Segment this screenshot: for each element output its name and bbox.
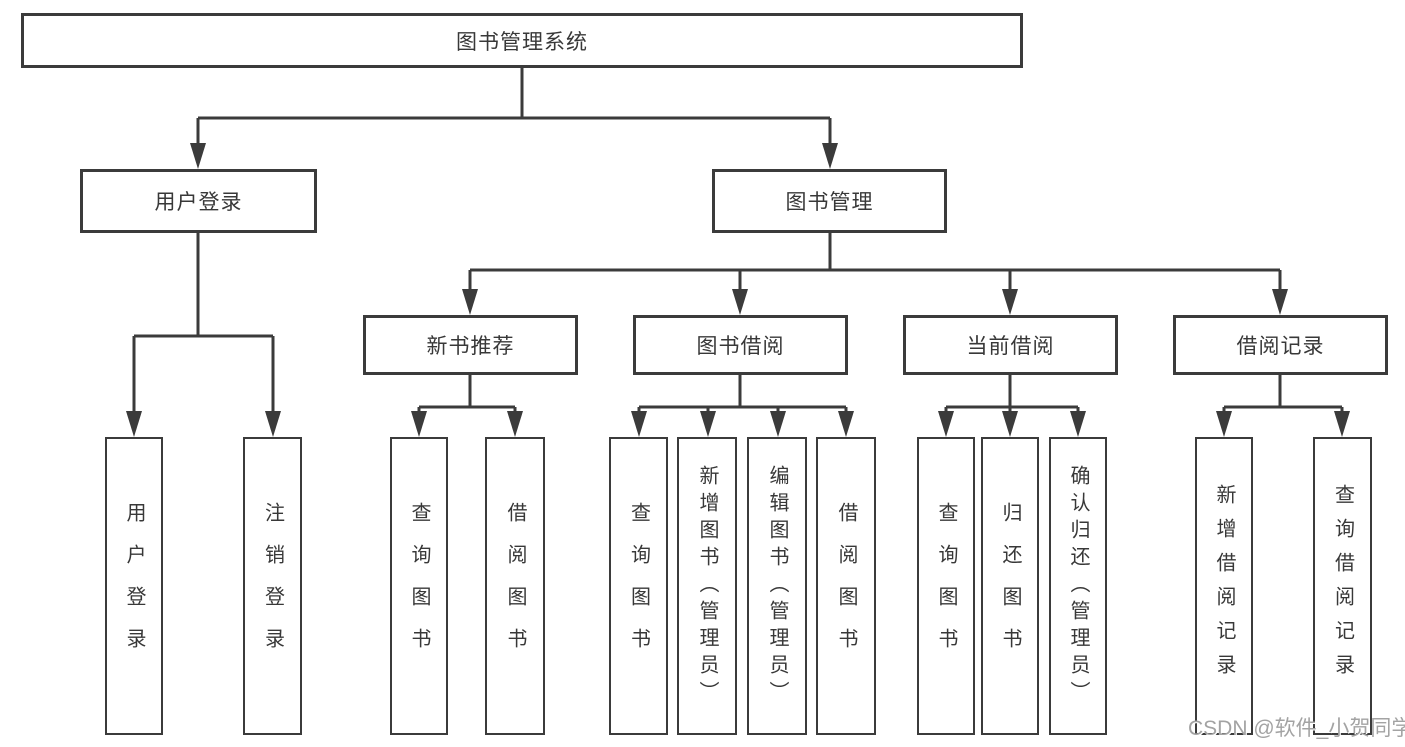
node-label: 当前借阅 bbox=[966, 335, 1055, 358]
node-leaf-query-book-recommend: 查询图书 bbox=[390, 437, 448, 735]
node-book-borrow: 图书借阅 bbox=[633, 315, 848, 375]
node-borrow-record: 借阅记录 bbox=[1173, 315, 1388, 375]
node-leaf-query-book: 查询图书 bbox=[609, 437, 668, 735]
watermark-text: CSDN @软件_小贺同学 bbox=[1188, 717, 1405, 740]
node-leaf-query-current: 查询图书 bbox=[917, 437, 975, 735]
node-label: 查询借阅记录 bbox=[1331, 484, 1354, 688]
node-book-management: 图书管理 bbox=[712, 169, 947, 233]
node-label: 编辑图书（管理员） bbox=[766, 464, 788, 708]
node-leaf-add-borrow-record: 新增借阅记录 bbox=[1195, 437, 1253, 735]
node-label: 图书管理 bbox=[785, 191, 874, 214]
node-label: 新书推荐 bbox=[426, 335, 515, 358]
node-label: 归还图书 bbox=[999, 502, 1021, 670]
node-leaf-edit-book-admin: 编辑图书（管理员） bbox=[747, 437, 807, 735]
node-label: 新增图书（管理员） bbox=[696, 464, 718, 708]
node-label: 确认归还（管理员） bbox=[1067, 464, 1089, 708]
node-leaf-borrow-book-recommend: 借阅图书 bbox=[485, 437, 545, 735]
node-label: 图书管理系统 bbox=[456, 30, 588, 54]
node-leaf-query-borrow-record: 查询借阅记录 bbox=[1313, 437, 1372, 735]
node-label: 查询图书 bbox=[408, 502, 430, 670]
node-label: 借阅图书 bbox=[835, 502, 857, 670]
node-library-system: 图书管理系统 bbox=[21, 13, 1023, 68]
node-leaf-return-book: 归还图书 bbox=[981, 437, 1039, 735]
node-leaf-logout: 注销登录 bbox=[243, 437, 302, 735]
node-leaf-borrow-book: 借阅图书 bbox=[816, 437, 876, 735]
node-label: 用户登录 bbox=[154, 191, 243, 214]
node-leaf-confirm-return-admin: 确认归还（管理员） bbox=[1049, 437, 1107, 735]
node-label: 用户登录 bbox=[123, 502, 145, 670]
node-label: 图书借阅 bbox=[696, 335, 785, 358]
node-new-book-recommend: 新书推荐 bbox=[363, 315, 578, 375]
node-label: 新增借阅记录 bbox=[1213, 484, 1235, 688]
node-leaf-add-book-admin: 新增图书（管理员） bbox=[677, 437, 737, 735]
node-label: 借阅图书 bbox=[504, 502, 526, 670]
node-label: 查询图书 bbox=[935, 502, 957, 670]
node-label: 查询图书 bbox=[627, 502, 650, 670]
node-label: 借阅记录 bbox=[1236, 335, 1325, 358]
node-current-borrow: 当前借阅 bbox=[903, 315, 1118, 375]
node-user-login: 用户登录 bbox=[80, 169, 317, 233]
node-label: 注销登录 bbox=[261, 502, 284, 670]
node-leaf-user-login: 用户登录 bbox=[105, 437, 163, 735]
connector-lines bbox=[132, 68, 1344, 418]
arrowheads bbox=[126, 143, 1350, 437]
